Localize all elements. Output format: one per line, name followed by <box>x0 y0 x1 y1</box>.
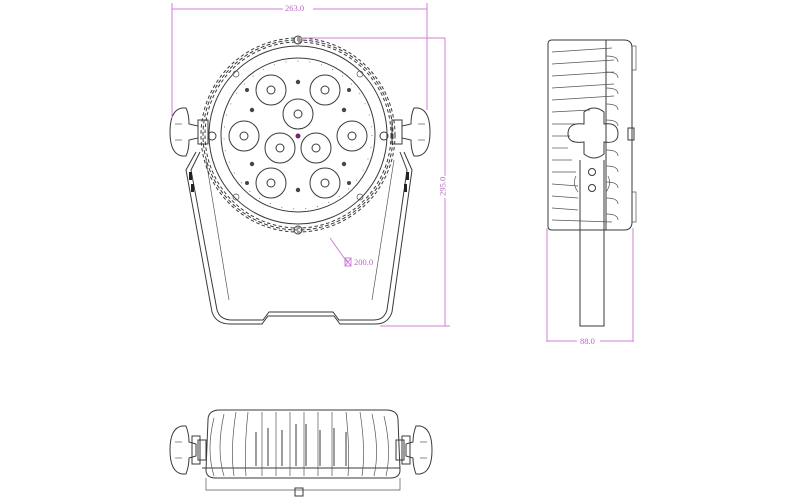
front-view <box>169 3 450 327</box>
led-lens <box>255 167 287 199</box>
dimension-lens-diameter <box>329 237 352 267</box>
dimension-width <box>171 3 445 118</box>
bottom-left-knob <box>169 425 207 475</box>
led-lens <box>228 120 260 152</box>
dimension-label-lens-diameter: 200.0 <box>353 257 375 267</box>
housing-ring <box>200 35 396 235</box>
side-view <box>546 39 637 342</box>
led-lens <box>255 74 287 106</box>
led-lens <box>309 74 341 106</box>
dimension-label-width: 263.0 <box>284 3 306 13</box>
heatsink-fins <box>551 47 619 223</box>
side-knob <box>567 107 619 159</box>
led-lens <box>282 98 314 130</box>
dimension-depth <box>546 228 634 342</box>
led-lens <box>264 132 296 164</box>
bottom-view <box>169 409 433 497</box>
screw-holes <box>245 79 351 193</box>
dimension-height <box>380 38 450 327</box>
bottom-right-knob <box>395 425 433 475</box>
right-knob <box>391 107 431 157</box>
side-bracket <box>574 160 610 327</box>
dimension-label-depth: 88.0 <box>579 336 596 346</box>
bottom-fins <box>209 411 389 477</box>
dimension-label-height: 295.0 <box>437 175 448 197</box>
led-lens <box>336 120 368 152</box>
led-array <box>228 74 368 199</box>
led-lens <box>300 132 332 164</box>
yoke-bracket <box>185 151 413 325</box>
led-lens <box>309 167 341 199</box>
